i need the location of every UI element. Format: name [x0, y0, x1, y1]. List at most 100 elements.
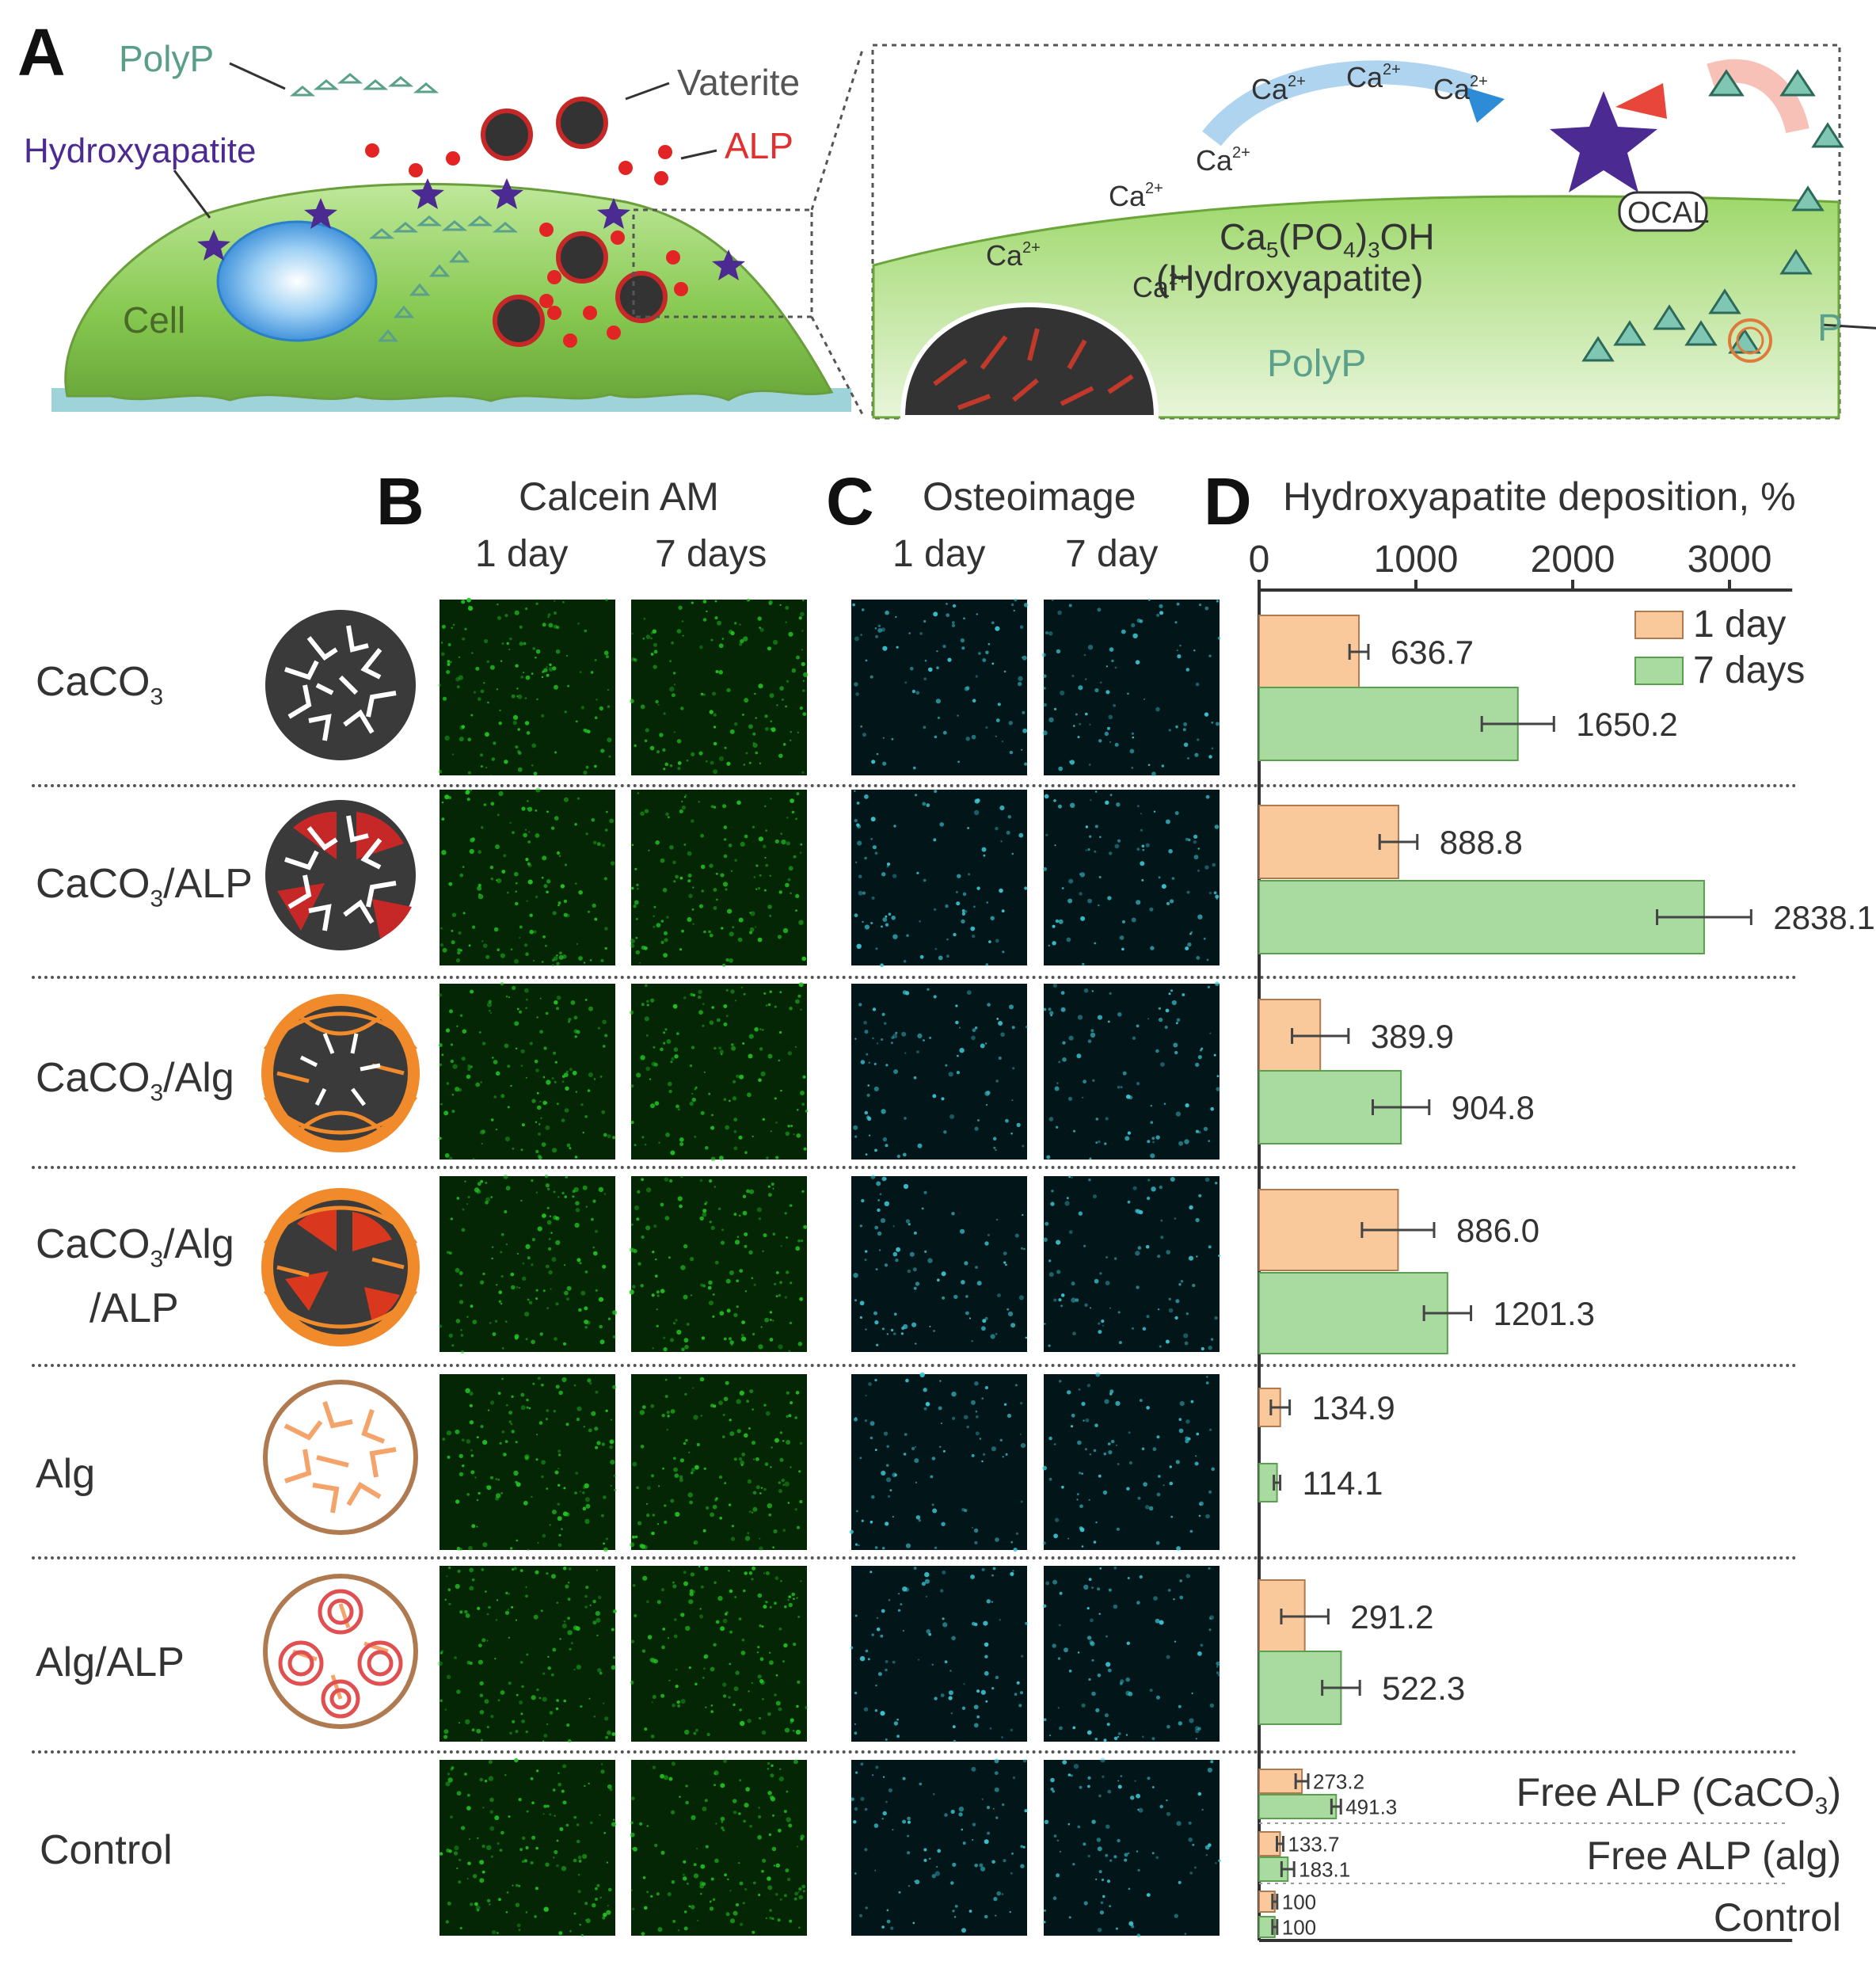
zoom-polyp-label: PolyP	[1267, 343, 1366, 385]
osteoimage-image	[850, 1758, 1028, 1936]
ocal-label: OCAL	[1627, 196, 1709, 230]
polyp-label: PolyP	[119, 38, 214, 79]
zoom-hydroxyapatite-star	[1550, 91, 1657, 192]
data-label: 491.3	[1345, 1795, 1397, 1818]
row-label-caco3-alg-alp: CaCO3/Alg/ALP	[36, 1221, 234, 1332]
row-separator	[32, 1364, 1798, 1367]
calcein-image	[630, 790, 807, 967]
data-label: 888.8	[1440, 824, 1523, 861]
data-label: 636.7	[1391, 634, 1474, 671]
osteoimage-image	[851, 984, 1028, 1160]
cell-body	[64, 182, 834, 402]
cell-label: Cell	[123, 299, 185, 341]
calcein-image	[629, 982, 809, 1162]
bar-7days	[1258, 1794, 1338, 1819]
panel-a-letter: A	[17, 15, 66, 89]
alg-alp-particle-icon	[263, 1574, 418, 1729]
ca-ion-labels: Ca2+ Ca2+ Ca2+ Ca2+ Ca2+ Ca2+ Ca2+	[986, 61, 1488, 303]
data-label: 114.1	[1303, 1464, 1383, 1502]
caco3-alg-alp-particle-icon	[261, 1188, 420, 1346]
calcein-image	[437, 1566, 617, 1743]
svg-text:Ca2+: Ca2+	[1433, 73, 1488, 105]
ocal-box	[1618, 191, 1708, 232]
row-label-caco3-alp: CaCO3/ALP	[36, 861, 253, 912]
calcein-image	[440, 1374, 617, 1552]
data-label: 2838.1	[1773, 899, 1874, 936]
data-label: 886.0	[1456, 1212, 1539, 1249]
alg-particle-icon	[263, 1380, 418, 1535]
x-tick-label: 1000	[1374, 539, 1459, 581]
caco3-alg-particle-icon	[261, 994, 420, 1152]
osteoimage-image	[1043, 1757, 1221, 1937]
panel-b-letter: B	[376, 464, 424, 539]
row-label-control: Control	[40, 1827, 173, 1873]
data-label: 100	[1282, 1890, 1316, 1914]
osteoimage-image	[1043, 1175, 1221, 1352]
nucleus	[216, 220, 378, 342]
legend-label-1day: 1 day	[1693, 604, 1786, 645]
data-label: 522.3	[1382, 1670, 1465, 1707]
bar-1day	[1258, 805, 1399, 879]
legend-swatch-1day	[1634, 611, 1684, 639]
bar-7days	[1258, 880, 1705, 954]
row-label-caco3: CaCO3	[36, 659, 164, 710]
alp-label: ALP	[725, 125, 793, 166]
panel-d-title: Hydroxyapatite deposition, %	[1283, 474, 1796, 519]
data-label: 389.9	[1371, 1018, 1454, 1055]
data-label: 904.8	[1452, 1089, 1535, 1126]
data-label: 133.7	[1288, 1832, 1339, 1856]
row-separator	[32, 976, 1798, 979]
bar-7days	[1258, 1272, 1448, 1354]
legend-label-7days: 7 days	[1693, 649, 1805, 691]
zoom-region	[632, 208, 813, 318]
calcein-image	[629, 1175, 808, 1353]
osteoimage-image	[851, 598, 1029, 775]
data-label: 100	[1282, 1915, 1316, 1939]
svg-text:Ca2+: Ca2+	[1196, 144, 1250, 177]
data-label: 1201.3	[1494, 1295, 1595, 1332]
calcein-image	[630, 1759, 807, 1936]
osteoimage-image	[851, 790, 1028, 967]
bar-1day	[1258, 615, 1360, 689]
calcein-image	[438, 981, 616, 1160]
polyp-chains	[289, 73, 519, 342]
hydroxyapatite-stars	[197, 178, 745, 280]
panel-c-letter: C	[826, 464, 874, 539]
vaterite-label: Vaterite	[677, 62, 800, 103]
free-alp-alg-label: Free ALP (alg)	[1587, 1834, 1841, 1878]
osteoimage-image	[1042, 1372, 1220, 1551]
x-tick-label: 0	[1249, 539, 1270, 581]
panel-c-col1: 1 day	[892, 533, 986, 575]
row-separator	[32, 784, 1798, 787]
calcein-image	[440, 787, 615, 967]
svg-text:Ca2+: Ca2+	[986, 239, 1041, 272]
bar-7days	[1258, 687, 1519, 761]
hydroxyapatite-label: Hydroxyapatite	[24, 131, 256, 170]
svg-text:Ca2+: Ca2+	[1346, 61, 1401, 93]
data-label: 134.9	[1312, 1389, 1395, 1426]
osteoimage-image	[1043, 790, 1220, 965]
formula-label: Ca5(PO4)3OH	[1220, 216, 1435, 262]
calcein-image	[439, 1174, 618, 1354]
x-tick-label: 2000	[1531, 539, 1615, 581]
data-label: 183.1	[1299, 1857, 1350, 1881]
osteoimage-image	[851, 1175, 1028, 1352]
row-label-alg-alp: Alg/ALP	[36, 1639, 185, 1685]
panel-c-title: Osteoimage	[923, 474, 1136, 519]
calcein-image	[438, 597, 615, 776]
osteoimage-image	[1042, 1566, 1220, 1742]
data-label: 1650.2	[1576, 706, 1677, 743]
calcein-image	[630, 598, 809, 775]
particle-icons	[261, 610, 420, 1729]
panel-a-zoom-inset: OCAL Ca5(PO4)3OH (Hydroxyapatite) PolyP …	[871, 44, 1876, 420]
zoom-p-label: P	[1817, 307, 1843, 349]
panel-a-cell-schematic: Cell PolyP Vaterite ALP Hydroxyapatite	[24, 38, 865, 417]
panel-c-col2: 7 day	[1065, 533, 1159, 575]
x-tick-label: 3000	[1688, 539, 1772, 581]
zoom-hydroxyapatite-label: (Hydroxyapatite)	[1156, 257, 1423, 299]
osteoimage-image	[850, 1566, 1028, 1743]
svg-text:Ca2+: Ca2+	[1251, 73, 1306, 105]
svg-text:Ca2+: Ca2+	[1109, 180, 1163, 212]
row-separator	[32, 1166, 1798, 1169]
panel-b-title: Calcein AM	[519, 474, 719, 519]
